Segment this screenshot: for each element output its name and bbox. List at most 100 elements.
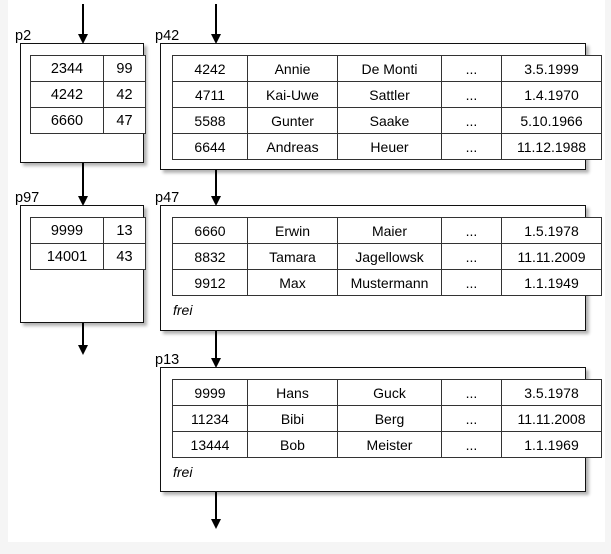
node-p2[interactable]: 2344 99 4242 42 6660 47 (20, 43, 146, 163)
table-row[interactable]: 9999 13 (30, 217, 146, 244)
table-row[interactable]: 5588 Gunter Saake ... 5.10.1966 (172, 107, 602, 134)
cell-ellipsis: ... (441, 81, 502, 108)
cell-id: 13444 (172, 431, 248, 458)
table-row[interactable]: 6644 Andreas Heuer ... 11.12.1988 (172, 133, 602, 160)
cell-ellipsis: ... (441, 55, 502, 82)
cell-first: Bibi (247, 405, 338, 432)
arrow-into-p2 (75, 4, 91, 44)
cell-first: Hans (247, 379, 338, 406)
cell-first: Annie (247, 55, 338, 82)
node-label-p97: p97 (15, 190, 40, 206)
cell-date: 3.5.1999 (501, 55, 602, 82)
node-label-p13: p13 (155, 352, 180, 368)
table-row[interactable]: 14001 43 (30, 243, 146, 270)
cell-ellipsis: ... (441, 133, 502, 160)
table-row[interactable]: 4711 Kai-Uwe Sattler ... 1.4.1970 (172, 81, 602, 108)
cell-value: 47 (103, 107, 146, 134)
node-p42[interactable]: 4242 Annie De Monti ... 3.5.1999 4711 Ka… (160, 43, 602, 170)
cell-first: Tamara (247, 243, 338, 270)
cell-last: Saake (337, 107, 442, 134)
record-table-p97: 9999 13 14001 43 (30, 217, 146, 270)
cell-ellipsis: ... (441, 431, 502, 458)
table-row[interactable]: 13444 Bob Meister ... 1.1.1969 (172, 431, 602, 458)
record-table-p13: 9999 Hans Guck ... 3.5.1978 11234 Bibi B… (172, 379, 602, 458)
cell-date: 1.1.1949 (501, 269, 602, 296)
table-row[interactable]: 6660 47 (30, 107, 146, 134)
cell-id: 5588 (172, 107, 248, 134)
arrow-p2-p97 (75, 161, 91, 206)
cell-ellipsis: ... (441, 379, 502, 406)
cell-id: 6644 (172, 133, 248, 160)
cell-ellipsis: ... (441, 217, 502, 244)
cell-key: 4242 (30, 81, 104, 108)
cell-id: 4711 (172, 81, 248, 108)
arrow-p13-out (208, 491, 224, 529)
cell-key: 6660 (30, 107, 104, 134)
cell-last: Heuer (337, 133, 442, 160)
cell-value: 43 (103, 243, 146, 270)
cell-last: Mustermann (337, 269, 442, 296)
cell-first: Max (247, 269, 338, 296)
arrow-p47-p13 (208, 330, 224, 368)
node-p13[interactable]: 9999 Hans Guck ... 3.5.1978 11234 Bibi B… (160, 367, 602, 492)
arrow-p42-p47 (208, 168, 224, 206)
arrow-p97-out (75, 321, 91, 355)
page-gutter-bottom (0, 542, 611, 554)
cell-date: 3.5.1978 (501, 379, 602, 406)
cell-id: 6660 (172, 217, 248, 244)
free-space-label-p13: frei (173, 464, 193, 480)
table-row[interactable]: 11234 Bibi Berg ... 11.11.2008 (172, 405, 602, 432)
table-row[interactable]: 9999 Hans Guck ... 3.5.1978 (172, 379, 602, 406)
cell-last: Maier (337, 217, 442, 244)
cell-id: 4242 (172, 55, 248, 82)
node-label-p2: p2 (15, 28, 32, 44)
cell-date: 1.5.1978 (501, 217, 602, 244)
cell-date: 11.11.2008 (501, 405, 602, 432)
cell-id: 9999 (172, 379, 248, 406)
cell-last: Berg (337, 405, 442, 432)
record-table-p42: 4242 Annie De Monti ... 3.5.1999 4711 Ka… (172, 55, 602, 160)
table-row[interactable]: 2344 99 (30, 55, 146, 82)
node-p47[interactable]: 6660 Erwin Maier ... 1.5.1978 8832 Tamar… (160, 205, 602, 331)
cell-last: Guck (337, 379, 442, 406)
cell-key: 14001 (30, 243, 104, 270)
cell-date: 11.12.1988 (501, 133, 602, 160)
cell-ellipsis: ... (441, 269, 502, 296)
record-table-p2: 2344 99 4242 42 6660 47 (30, 55, 146, 134)
page-gutter-left (0, 0, 8, 554)
node-label-p47: p47 (155, 190, 180, 206)
cell-first: Bob (247, 431, 338, 458)
node-p97[interactable]: 9999 13 14001 43 (20, 205, 146, 323)
cell-date: 1.4.1970 (501, 81, 602, 108)
cell-last: De Monti (337, 55, 442, 82)
node-label-p42: p42 (155, 28, 180, 44)
cell-value: 13 (103, 217, 146, 244)
cell-key: 2344 (30, 55, 104, 82)
cell-value: 42 (103, 81, 146, 108)
cell-date: 1.1.1969 (501, 431, 602, 458)
record-table-p47: 6660 Erwin Maier ... 1.5.1978 8832 Tamar… (172, 217, 602, 296)
cell-date: 5.10.1966 (501, 107, 602, 134)
table-row[interactable]: 9912 Max Mustermann ... 1.1.1949 (172, 269, 602, 296)
cell-first: Gunter (247, 107, 338, 134)
cell-ellipsis: ... (441, 405, 502, 432)
cell-first: Kai-Uwe (247, 81, 338, 108)
cell-ellipsis: ... (441, 243, 502, 270)
table-row[interactable]: 6660 Erwin Maier ... 1.5.1978 (172, 217, 602, 244)
table-row[interactable]: 8832 Tamara Jagellowsk ... 11.11.2009 (172, 243, 602, 270)
page-gutter-right (605, 0, 611, 554)
cell-id: 9912 (172, 269, 248, 296)
cell-last: Jagellowsk (337, 243, 442, 270)
table-row[interactable]: 4242 Annie De Monti ... 3.5.1999 (172, 55, 602, 82)
cell-key: 9999 (30, 217, 104, 244)
cell-date: 11.11.2009 (501, 243, 602, 270)
cell-ellipsis: ... (441, 107, 502, 134)
cell-id: 11234 (172, 405, 248, 432)
arrow-into-p42 (208, 4, 224, 44)
cell-first: Erwin (247, 217, 338, 244)
free-space-label-p47: frei (173, 302, 193, 318)
cell-id: 8832 (172, 243, 248, 270)
cell-last: Meister (337, 431, 442, 458)
table-row[interactable]: 4242 42 (30, 81, 146, 108)
